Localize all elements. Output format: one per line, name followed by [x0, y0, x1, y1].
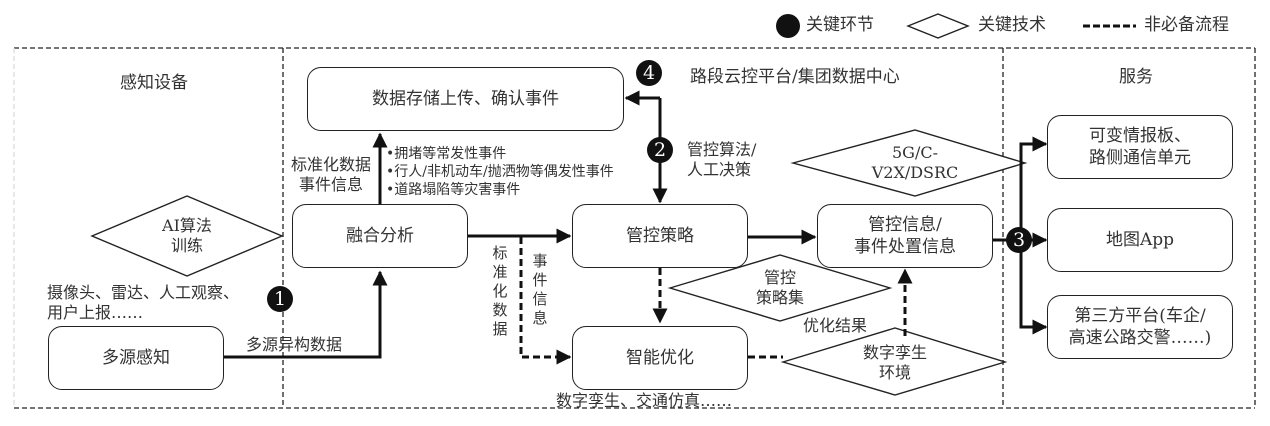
- std-data-label-line1: 标准化数据: [290, 155, 371, 174]
- map-app-box[interactable]: 地图App: [1047, 208, 1233, 272]
- data-storage-box[interactable]: 数据存储上传、确认事件: [307, 67, 624, 131]
- control-info-box[interactable]: 管控信息/ 事件处置信息: [817, 204, 993, 268]
- strategy-set-diamond: [667, 254, 893, 322]
- strategy-set-line1: 管控: [763, 268, 796, 287]
- twin-sim-label: 数字孪生、交通仿真……: [556, 391, 733, 410]
- v2x-line2: V2X/DSRC: [871, 163, 959, 182]
- event-info-vertical-label: 事件信息: [532, 252, 548, 327]
- legend-key-tech-label: 关键技术: [978, 15, 1046, 35]
- multi-source-perception-label: 多源感知: [102, 348, 170, 368]
- event-type-2: •行人/非机动车/抛洒物等偶发性事件: [386, 164, 614, 180]
- v2x-line1: 5G/C-: [892, 143, 938, 162]
- opt-result-label: 优化结果: [803, 316, 868, 335]
- control-info-line2: 事件处置信息: [854, 237, 956, 257]
- event-type-3: •道路塌陷等灾害事件: [386, 182, 521, 198]
- third-party-line1: 第三方平台(车企/: [1074, 306, 1206, 326]
- std-data-label-line2: 事件信息: [298, 175, 363, 194]
- fusion-analysis-label: 融合分析: [346, 226, 414, 246]
- ai-training-line2: 训练: [170, 236, 203, 255]
- control-algo-label-line1: 管控算法/: [687, 140, 757, 159]
- strategy-set-label: 管控 策略集: [735, 265, 825, 311]
- event-type-1: •拥堵等常发性事件: [386, 146, 507, 162]
- key-step-badge-2: 2: [647, 137, 673, 163]
- key-step-badge-3: 3: [1006, 227, 1032, 253]
- control-info-line1: 管控信息/: [868, 215, 942, 235]
- sensors-label-line2: 用户上报……: [47, 303, 144, 322]
- section-title-service: 服务: [1119, 67, 1153, 87]
- section-title-platform: 路段云控平台/集团数据中心: [690, 67, 900, 87]
- vms-line1: 可变情报板、: [1089, 126, 1191, 146]
- third-party-line2: 高速公路交警……): [1068, 328, 1212, 348]
- legend-key-step-label: 关键环节: [806, 15, 874, 35]
- key-step-badge-1: 1: [267, 286, 293, 312]
- sensors-label-line1: 摄像头、雷达、人工观察、: [47, 283, 240, 302]
- section-frames: [14, 47, 1256, 409]
- fusion-analysis-box[interactable]: 融合分析: [292, 204, 468, 268]
- v2x-diamond: [790, 129, 1028, 197]
- control-algo-label-line2: 人工决策: [687, 160, 752, 179]
- control-strategy-box[interactable]: 管控策略: [572, 204, 748, 268]
- map-app-label: 地图App: [1105, 230, 1175, 250]
- strategy-set-line2: 策略集: [755, 288, 804, 307]
- vms-line2: 路侧通信单元: [1089, 148, 1191, 168]
- digital-twin-diamond: [780, 327, 1008, 396]
- dashed-arrows: [519, 237, 913, 365]
- v2x-label: 5G/C- V2X/DSRC: [850, 140, 980, 186]
- digital-twin-label: 数字孪生 环境: [845, 340, 945, 386]
- legend-key-tech-icon: [906, 13, 970, 39]
- digital-twin-line1: 数字孪生: [862, 343, 927, 362]
- legend-key-step-icon: [776, 14, 800, 38]
- ai-training-label: AI算法 训练: [132, 213, 242, 259]
- key-step-badge-4: 4: [636, 60, 662, 86]
- legend-optional-flow-label: 非必备流程: [1144, 15, 1229, 35]
- hetero-data-label: 多源异构数据: [246, 335, 343, 354]
- digital-twin-line2: 环境: [878, 363, 911, 382]
- ai-training-diamond: [90, 195, 284, 277]
- multi-source-perception-box[interactable]: 多源感知: [48, 326, 224, 390]
- ai-training-line1: AI算法: [162, 216, 212, 235]
- third-party-platform-box[interactable]: 第三方平台(车企/ 高速公路交警……): [1047, 295, 1233, 359]
- data-storage-label: 数据存储上传、确认事件: [372, 89, 559, 109]
- section-title-perception: 感知设备: [120, 73, 188, 93]
- std-data-vertical-label: 标准化数据: [492, 244, 508, 338]
- smart-optimization-label: 智能优化: [626, 348, 694, 368]
- vms-roadside-unit-box[interactable]: 可变情报板、 路侧通信单元: [1047, 115, 1233, 179]
- smart-optimization-box[interactable]: 智能优化: [572, 326, 748, 390]
- control-strategy-label: 管控策略: [626, 226, 694, 246]
